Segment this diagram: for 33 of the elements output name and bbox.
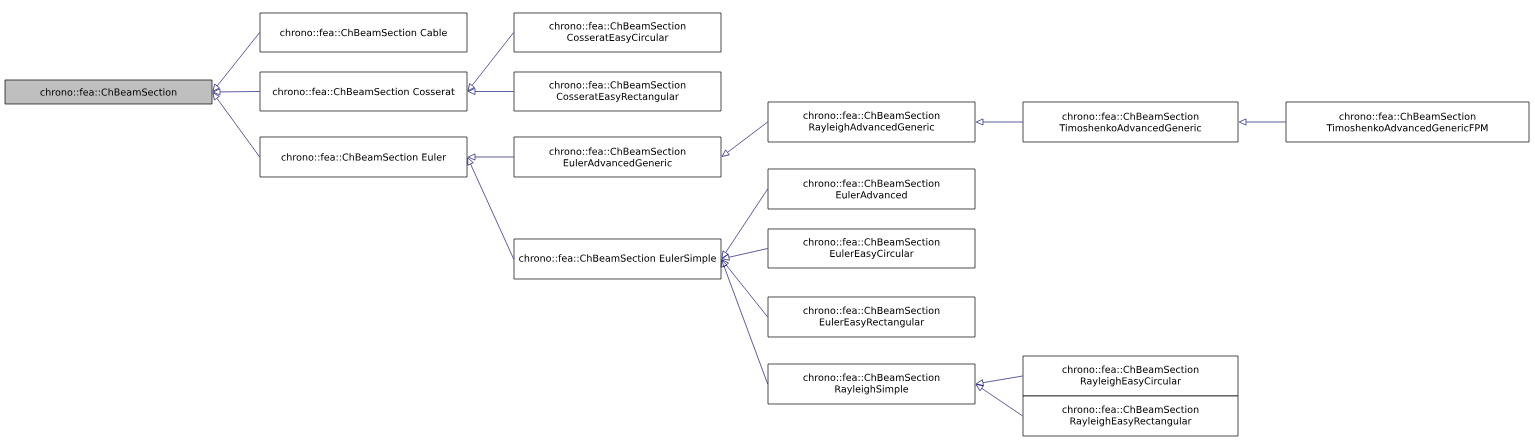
class-box: chrono::fea::ChBeamSection TimoshenkoAdvancedGeneric: [1022, 101, 1239, 143]
class-box: chrono::fea::ChBeamSection EulerAdvanced: [767, 168, 976, 210]
arrow: [975, 375, 1023, 387]
class-box: chrono::fea::ChBeamSection RayleighEasyCircular: [1022, 355, 1239, 397]
class-box: chrono::fea::ChBeamSection: [4, 79, 213, 105]
arrow: [721, 259, 768, 318]
class-box: chrono::fea::ChBeamSection Cable: [259, 12, 468, 53]
class-box: chrono::fea::ChBeamSection CosseratEasyRectangular: [513, 71, 722, 112]
class-box: chrono::fea::ChBeamSection EulerEasyCircular: [767, 228, 976, 269]
class-box: chrono::fea::ChBeamSection Euler: [259, 136, 468, 178]
class-box: chrono::fea::ChBeamSection RayleighAdvancedGeneric: [767, 101, 976, 143]
arrow: [721, 248, 768, 261]
class-box: chrono::fea::ChBeamSection CosseratEasyCircular: [513, 12, 722, 53]
arrow: [467, 153, 514, 161]
arrow: [720, 259, 768, 385]
class-box: chrono::fea::ChBeamSection TimoshenkoAdvancedGenericFPM: [1285, 101, 1530, 143]
arrow: [467, 157, 514, 260]
arrow: [467, 88, 514, 95]
class-box: chrono::fea::ChBeamSection RayleighEasyRectangular: [1022, 395, 1239, 437]
arrow: [212, 32, 260, 92]
class-box: chrono::fea::ChBeamSection RayleighSimple: [767, 363, 976, 405]
class-box: chrono::fea::ChBeamSection EulerEasyRectangular: [767, 296, 976, 338]
class-box: chrono::fea::ChBeamSection Cosserat: [259, 71, 468, 112]
arrow: [721, 121, 768, 157]
arrow: [721, 188, 768, 259]
arrow: [975, 118, 1023, 126]
arrow: [212, 92, 260, 158]
arrow: [212, 88, 260, 96]
class-box: chrono::fea::ChBeamSection EulerSimple: [513, 238, 722, 280]
arrow: [1238, 118, 1286, 126]
arrow: [467, 32, 514, 92]
class-box: chrono::fea::ChBeamSection EulerAdvancedGeneric: [513, 136, 722, 178]
arrow: [975, 384, 1023, 417]
